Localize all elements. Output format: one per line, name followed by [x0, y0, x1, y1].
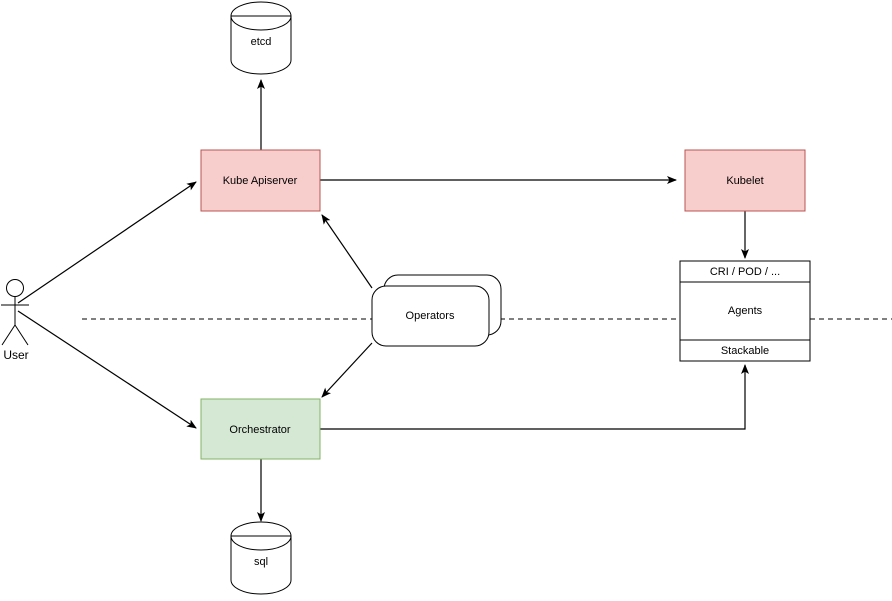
agents-section-stackable[interactable]: Stackable	[680, 339, 810, 357]
node-kube-apiserver[interactable]: Kube Apiserver	[200, 149, 321, 212]
node-operators[interactable]: Operators	[371, 274, 502, 347]
operators-label: Operators	[406, 310, 455, 322]
stackable-label: Stackable	[721, 345, 769, 357]
datastore-sql[interactable]: sql	[230, 521, 292, 595]
cri-pod-label: CRI / POD / ...	[710, 266, 780, 278]
agents-box: CRI / POD / ... Agents Stackable	[679, 260, 811, 362]
edge-user-to-kube-apiserver	[17, 181, 197, 304]
user-label: User	[3, 348, 28, 362]
sql-label: sql	[254, 556, 268, 568]
agents-section-agents[interactable]: Agents	[728, 305, 763, 317]
agents-label: Agents	[728, 305, 763, 317]
edge-user-to-orchestrator	[17, 310, 197, 429]
edge-orchestrator-to-stackable	[320, 364, 749, 430]
datastore-etcd[interactable]: etcd	[230, 1, 292, 75]
edge-operators-to-orchestrator	[321, 342, 373, 398]
node-orchestrator[interactable]: Orchestrator	[200, 398, 321, 460]
node-kubelet[interactable]: Kubelet	[684, 149, 806, 212]
etcd-label: etcd	[251, 36, 272, 48]
actor-user[interactable]: User	[1, 279, 29, 363]
agents-section-cri-pod[interactable]: CRI / POD / ...	[680, 266, 810, 283]
orchestrator-label: Orchestrator	[229, 424, 290, 436]
kubelet-label: Kubelet	[726, 175, 763, 187]
edge-operators-to-kube-apiserver	[321, 214, 373, 289]
kube-apiserver-label: Kube Apiserver	[223, 175, 298, 187]
